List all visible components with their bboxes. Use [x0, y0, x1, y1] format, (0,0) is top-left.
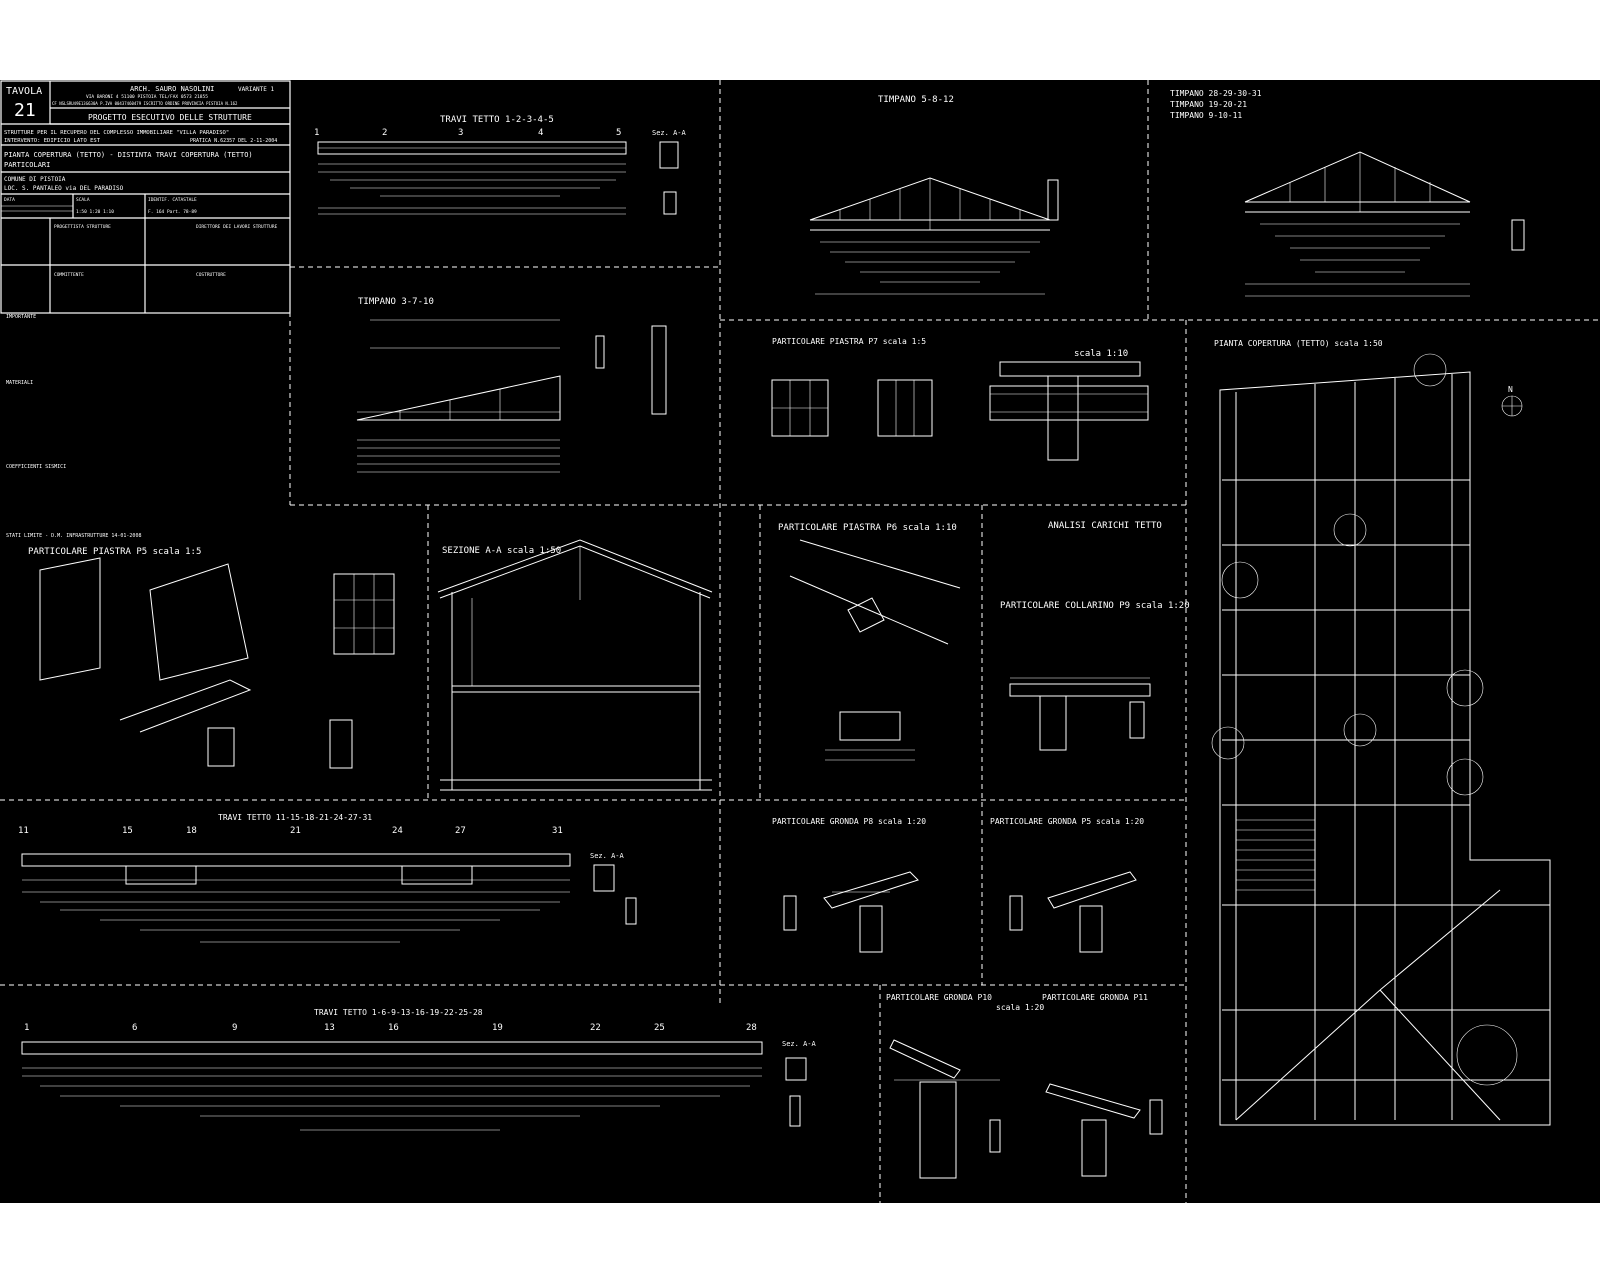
sezione-aa-drawing: [437, 539, 713, 791]
drawing-subject: PIANTA COPERTURA (TETTO) - DISTINTA TRAV…: [4, 151, 253, 159]
axis-travi-11-31-27: 27: [455, 826, 466, 836]
catasto-value: F. 164 Part. 78-89: [148, 209, 197, 215]
progettista-label: PROGETTISTA STRUTTURE: [54, 224, 111, 230]
title-gronda-p11: PARTICOLARE GRONDA P11: [1042, 993, 1148, 1002]
title-piastra-p5: PARTICOLARE PIASTRA P5 scala 1:5: [28, 547, 201, 557]
gronda-p8-drawing: [783, 871, 919, 953]
drawing-subject-2: PARTICOLARI: [4, 161, 50, 169]
comune: COMUNE DI PISTOIA: [4, 176, 66, 183]
axis-travi-1-5-4: 4: [538, 128, 543, 138]
travi-1-28-drawing: [21, 1041, 807, 1131]
drawing-sheet: TAVOLA 21 ARCH. SAURO NASOLINI VARIANTE …: [0, 80, 1600, 1203]
title-piastra-p7: PARTICOLARE PIASTRA P7 scala 1:5: [772, 337, 926, 346]
piastra-p7-drawing: [771, 361, 1149, 461]
title-piastra-p6: PARTICOLARE PIASTRA P6 scala 1:10: [778, 523, 957, 533]
cad-drawing: TAVOLA 21 ARCH. SAURO NASOLINI VARIANTE …: [0, 80, 1600, 1203]
title-block: [0, 80, 291, 314]
axis-travi-1-28-19: 19: [492, 1023, 503, 1033]
axis-travi-1-5-3: 3: [458, 128, 463, 138]
project-intervention: INTERVENTO: EDIFICIO LATO EST: [4, 138, 101, 144]
project-pratica: PRATICA N.62357 DEL 2-11-2004: [190, 138, 277, 144]
sez-aa-1: Sez. A-A: [652, 129, 687, 137]
title-scala-1-20: scala 1:20: [996, 1003, 1044, 1012]
axis-travi-1-5-1: 1: [314, 128, 319, 138]
note-coefficienti: COEFFICIENTI SISMICI: [6, 464, 66, 470]
title-travi-11-31: TRAVI TETTO 11-15-18-21-24-27-31: [218, 813, 372, 822]
panel-borders: [0, 80, 1600, 1203]
timpano-3-7-10-drawing: [356, 319, 667, 473]
committente-label: COMMITTENTE: [54, 272, 84, 278]
axis-travi-1-28-13: 13: [324, 1023, 335, 1033]
scala-value: 1:50 1:20 1:10: [76, 209, 114, 215]
costruttore-label: COSTRUTTORE: [196, 272, 226, 278]
gronda-p10-p11-drawing: [889, 1039, 1163, 1179]
title-scala-1-10: scala 1:10: [1074, 349, 1128, 359]
title-travi-1-5: TRAVI TETTO 1-2-3-4-5: [440, 115, 554, 125]
axis-travi-11-31-31: 31: [552, 826, 563, 836]
axis-travi-11-31-21: 21: [290, 826, 301, 836]
axis-travi-1-28-22: 22: [590, 1023, 601, 1033]
title-timpano-5-8-12: TIMPANO 5-8-12: [878, 95, 954, 105]
collarino-p9-drawing: [1009, 677, 1151, 751]
title-analisi-carichi: ANALISI CARICHI TETTO: [1048, 521, 1162, 531]
project-type: PROGETTO ESECUTIVO DELLE STRUTTURE: [88, 113, 252, 122]
title-timpano-19: TIMPANO 19-20-21: [1170, 100, 1247, 109]
axis-travi-1-28-1: 1: [24, 1023, 29, 1033]
tavola-number: 21: [14, 100, 36, 121]
pianta-copertura-drawing: [1211, 353, 1551, 1126]
axis-travi-11-31-11: 11: [18, 826, 29, 836]
north-arrow-label: N: [1508, 385, 1513, 394]
data-label: DATA: [4, 197, 15, 203]
project-description: STRUTTURE PER IL RECUPERO DEL COMPLESSO …: [4, 130, 229, 136]
title-travi-1-28: TRAVI TETTO 1-6-9-13-16-19-22-25-28: [314, 1008, 483, 1017]
catasto-label: IDENTIF. CATASTALE: [148, 197, 197, 203]
title-gronda-p5: PARTICOLARE GRONDA P5 scala 1:20: [990, 817, 1144, 826]
axis-travi-1-28-16: 16: [388, 1023, 399, 1033]
axis-travi-1-5-5: 5: [616, 128, 621, 138]
text-labels: TAVOLA 21 ARCH. SAURO NASOLINI VARIANTE …: [4, 85, 1513, 1048]
axis-travi-1-5-2: 2: [382, 128, 387, 138]
architect-fiscal: CF NSLSRU49E13G630A P.IVA 00437460479 IS…: [52, 101, 238, 106]
piastra-p5-drawing: [39, 557, 395, 769]
travi-11-31-drawing: [21, 853, 637, 943]
axis-travi-1-28-25: 25: [654, 1023, 665, 1033]
title-timpano-9: TIMPANO 9-10-11: [1170, 111, 1242, 120]
axis-travi-1-28-6: 6: [132, 1023, 137, 1033]
tavola-label: TAVOLA: [6, 86, 42, 97]
note-importante: IMPORTANTE: [6, 314, 36, 320]
title-timpano-28: TIMPANO 28-29-30-31: [1170, 89, 1262, 98]
sez-aa-2: Sez. A-A: [590, 852, 625, 860]
travi-1-5-drawing: [317, 141, 679, 215]
piastra-p6-drawing: [789, 539, 961, 761]
axis-travi-11-31-15: 15: [122, 826, 133, 836]
title-gronda-p10: PARTICOLARE GRONDA P10: [886, 993, 992, 1002]
scala-label: SCALA: [76, 197, 90, 203]
sez-aa-3: Sez. A-A: [782, 1040, 817, 1048]
title-gronda-p8: PARTICOLARE GRONDA P8 scala 1:20: [772, 817, 926, 826]
title-collarino-p9: PARTICOLARE COLLARINO P9 scala 1:20: [1000, 601, 1190, 611]
note-stati-limite: STATI LIMITE - D.M. INFRASTRUTTURE 14-01…: [6, 533, 141, 539]
gronda-p5-drawing: [1009, 871, 1137, 953]
axis-travi-1-28-9: 9: [232, 1023, 237, 1033]
axis-travi-1-28-28: 28: [746, 1023, 757, 1033]
localita: LOC. S. PANTALEO via DEL PARADISO: [4, 185, 124, 192]
timpano-28-drawing: [1244, 151, 1525, 297]
title-timpano-3-7-10: TIMPANO 3-7-10: [358, 297, 434, 307]
axis-travi-11-31-18: 18: [186, 826, 197, 836]
note-materiali: MATERIALI: [6, 380, 33, 386]
direttore-label: DIRETTORE DEI LAVORI STRUTTURE: [196, 224, 278, 230]
architect-address: VIA BARONI 4 51100 PISTOIA TEL/FAX 0573 …: [86, 94, 208, 100]
title-pianta-copertura: PIANTA COPERTURA (TETTO) scala 1:50: [1214, 339, 1383, 348]
title-sezione-aa: SEZIONE A-A scala 1:50: [442, 546, 561, 556]
variant-label: VARIANTE 1: [238, 86, 275, 93]
timpano-5-8-12-drawing: [809, 177, 1059, 295]
architect-name: ARCH. SAURO NASOLINI: [130, 85, 214, 93]
axis-travi-11-31-24: 24: [392, 826, 403, 836]
